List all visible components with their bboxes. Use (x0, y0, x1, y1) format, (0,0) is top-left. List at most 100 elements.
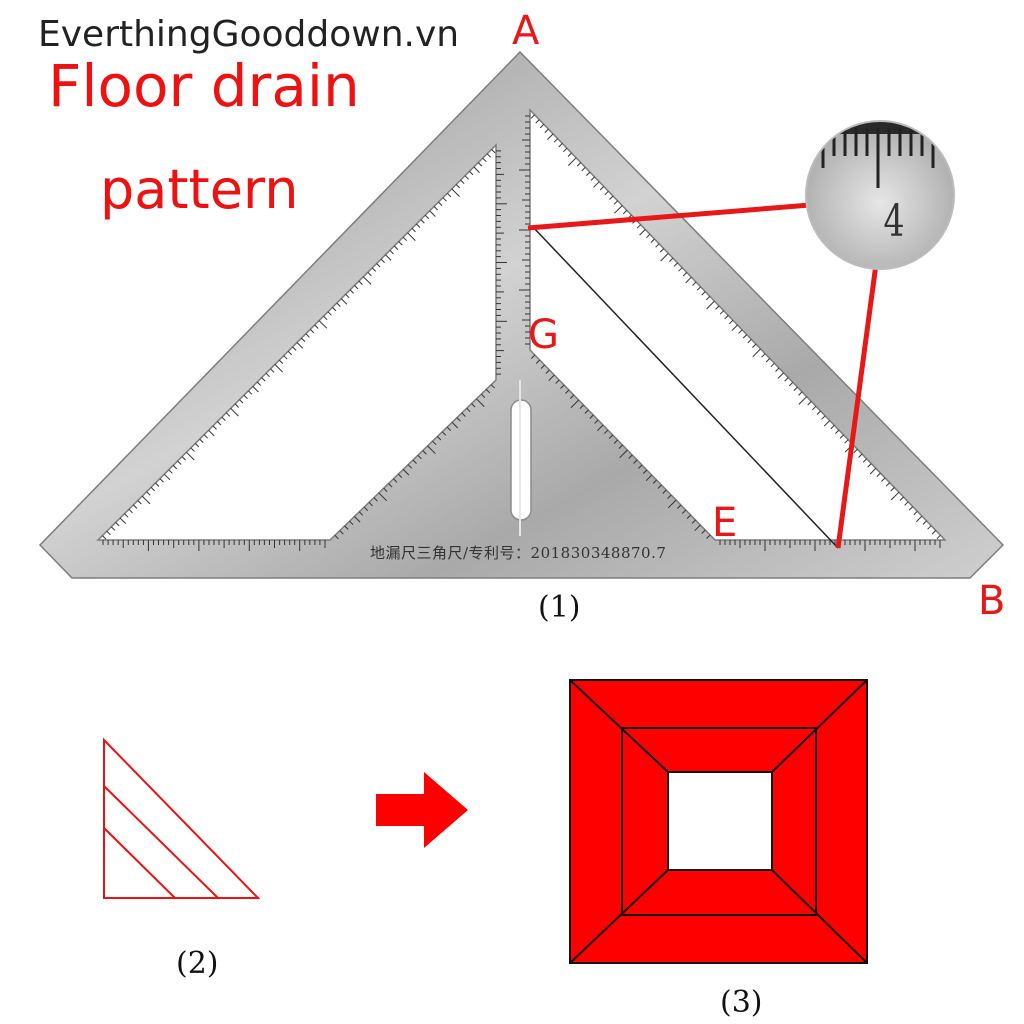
ruler-tick (667, 494, 672, 499)
ruler-tick (427, 445, 436, 455)
ruler-tick (752, 343, 757, 348)
ruler-tick (368, 502, 373, 507)
ruler-tick (581, 166, 586, 172)
ruler-tick (844, 439, 849, 444)
ruler-tick (633, 459, 638, 464)
ruler-tick (544, 128, 549, 133)
ruler-tick (622, 209, 628, 215)
point-label-g: G (528, 312, 559, 358)
ruler-tick (336, 302, 341, 307)
ruler-tick (442, 197, 447, 202)
ruler-tick (569, 394, 575, 399)
ruler-tick (798, 396, 808, 405)
ruler-tick (701, 291, 706, 296)
ruler-tick (340, 298, 348, 305)
ruler-tick (398, 473, 403, 479)
ruler-tick (613, 439, 618, 444)
ruler-tick (673, 262, 678, 267)
ruler-tick (858, 453, 863, 458)
ruler-tick (412, 459, 417, 464)
ruler-tick (473, 166, 480, 173)
ruler-tick (159, 478, 164, 483)
ruler-tick (318, 320, 328, 329)
ruler-tick (110, 526, 116, 531)
ruler-tick (613, 200, 618, 205)
ruler-tick (393, 245, 399, 250)
ruler-tick (563, 147, 568, 153)
ruler-tick (383, 487, 388, 493)
ruler-tick (885, 482, 891, 487)
ruler-tick (417, 454, 422, 460)
ruler-tick (398, 241, 403, 246)
ruler-tick (362, 276, 372, 285)
ruler-tick (363, 506, 369, 511)
ruler-tick (535, 119, 540, 124)
ruler-tick (604, 190, 609, 196)
ruler-tick (486, 153, 492, 158)
ruler-tick (146, 491, 151, 496)
ruler-tick (446, 426, 452, 431)
ruler-tick (349, 289, 354, 294)
ruler-tick (490, 384, 496, 389)
ruler-tick (821, 415, 826, 420)
ruler-tick (565, 389, 570, 394)
ruler-tick (798, 391, 803, 396)
ruler-tick (775, 367, 780, 372)
ruler-tick (628, 454, 633, 459)
ruler-tick (239, 399, 244, 404)
ruler-tick (618, 444, 623, 449)
ruler-tick (460, 179, 465, 184)
point-label-e: E (712, 500, 738, 546)
ruler-tick (344, 525, 349, 530)
ruler-tick (332, 307, 337, 312)
ruler-tick (650, 238, 655, 243)
ruler-tick (441, 431, 447, 436)
ruler-tick (455, 184, 461, 189)
ruler-tick (477, 162, 483, 167)
ruler-tick (586, 171, 591, 176)
ruler-tick (203, 434, 209, 439)
ruler-tick (194, 443, 200, 448)
ruler-tick (438, 201, 443, 206)
ruler-tick (655, 243, 660, 248)
ruler-tick (589, 414, 594, 419)
ruler-tick (252, 386, 259, 393)
ruler-tick (217, 421, 222, 426)
ruler-tick (681, 509, 687, 514)
point-label-b: B (978, 578, 1006, 624)
ruler-tick (652, 479, 657, 484)
ruler-inscription: 地漏尺三角尺/专利号：201830348870.7 (370, 544, 667, 562)
figure-3-frame (569, 679, 868, 964)
ruler-tick (548, 374, 555, 382)
ruler-tick (604, 429, 609, 434)
ruler-tick (378, 492, 387, 502)
ruler-tick (553, 138, 559, 143)
ruler-tick (619, 449, 628, 459)
ruler-tick (186, 451, 195, 461)
ruler-tick (168, 469, 173, 474)
ruler-tick (491, 149, 496, 154)
ruler-tick (567, 152, 572, 157)
ruler-tick (177, 460, 182, 465)
ruler-tick (752, 348, 761, 358)
magnifier-number: 4 (883, 196, 905, 247)
ruler-tick (765, 358, 771, 363)
ruler-tick (724, 315, 729, 320)
ruler-tick (608, 434, 614, 439)
figure-2-strips (103, 737, 261, 899)
ruler-tick (567, 157, 577, 166)
ruler-tick (402, 236, 408, 242)
ruler-tick (345, 293, 350, 299)
ruler-tick (862, 458, 867, 463)
magnifier-circle (805, 120, 955, 270)
ruler-tick (927, 525, 932, 530)
ruler-ticks (102, 114, 941, 551)
ruler-tick (539, 123, 545, 129)
ruler-tick (256, 381, 262, 386)
ruler-tick (339, 530, 344, 535)
ruler-tick (466, 407, 471, 413)
ruler-tick (411, 228, 416, 233)
ruler-tick (890, 491, 900, 501)
ruler-tick (485, 389, 491, 394)
